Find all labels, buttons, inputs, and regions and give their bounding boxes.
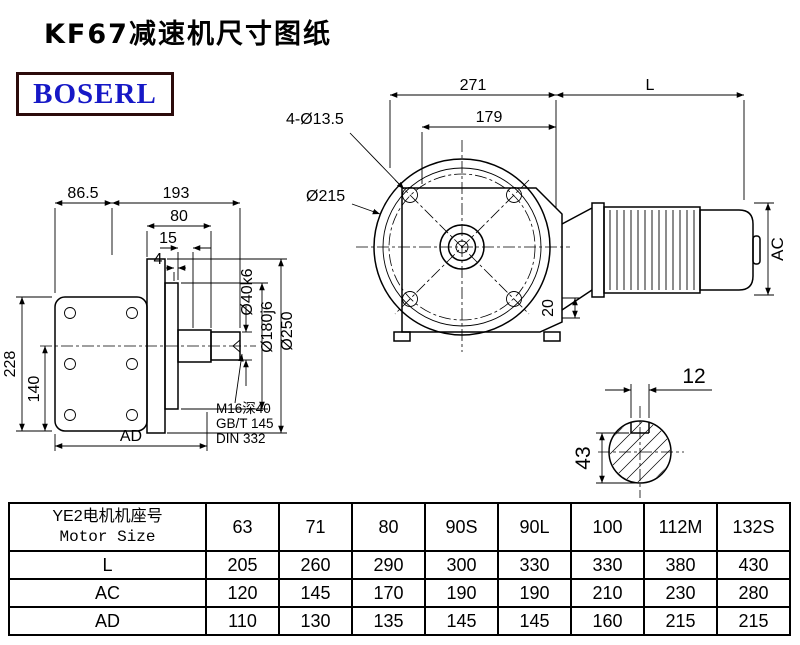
dim-179: 179 <box>476 109 503 126</box>
value-cell: 130 <box>278 606 353 636</box>
row-label-AD: AD <box>8 606 207 636</box>
value-cell: 260 <box>278 550 353 580</box>
side-view-dimensions: 86.5 193 80 15 4 <box>2 185 296 451</box>
dia-215: Ø215 <box>306 188 345 205</box>
size-cell: 100 <box>570 502 645 552</box>
table-row-AC: AC 120 145 170 190 190 210 230 280 <box>8 578 791 608</box>
table-row-L: L 205 260 290 300 330 330 380 430 <box>8 550 791 580</box>
value-cell: 170 <box>351 578 426 608</box>
dimension-table: YE2电机机座号 Motor Size 63 71 80 90S 90L 100… <box>8 502 791 636</box>
dim-l: L <box>646 77 655 94</box>
page-title: KF67减速机尺寸图纸 <box>44 19 332 50</box>
size-cell: 71 <box>278 502 353 552</box>
shaft-section: 12 43 <box>572 365 712 498</box>
value-cell: 430 <box>716 550 791 580</box>
value-cell: 135 <box>351 606 426 636</box>
dim-ac: AC <box>768 237 787 261</box>
value-cell: 290 <box>351 550 426 580</box>
motor-size-header-cell: YE2电机机座号 Motor Size <box>8 502 207 552</box>
motor-size-label-cn: YE2电机机座号 <box>52 508 163 525</box>
dim-140: 140 <box>26 376 43 403</box>
dim-271: 271 <box>460 77 487 94</box>
value-cell: 215 <box>643 606 718 636</box>
shaft-section-outline <box>598 406 684 498</box>
value-cell: 230 <box>643 578 718 608</box>
dia-shaft: Ø40k6 <box>239 268 256 315</box>
note-din: DIN 332 <box>216 431 266 446</box>
shaft-section-dimensions: 12 43 <box>572 365 712 484</box>
size-cell: 132S <box>716 502 791 552</box>
value-cell: 300 <box>424 550 499 580</box>
dim-86-5: 86.5 <box>67 185 98 202</box>
value-cell: 205 <box>205 550 280 580</box>
front-view-outline <box>356 140 761 352</box>
value-cell: 190 <box>424 578 499 608</box>
dim-20: 20 <box>540 299 557 317</box>
value-cell: 330 <box>570 550 645 580</box>
row-label-AC: AC <box>8 578 207 608</box>
boserl-logo: BOSERL <box>16 72 174 116</box>
dim-228: 228 <box>2 351 19 378</box>
size-cell: 90L <box>497 502 572 552</box>
table-header-row: YE2电机机座号 Motor Size 63 71 80 90S 90L 100… <box>8 502 791 552</box>
value-cell: 190 <box>497 578 572 608</box>
dim-43: 43 <box>572 446 595 469</box>
note-gbt: GB/T 145 <box>216 416 274 431</box>
dia-spigot: Ø180j6 <box>259 301 276 353</box>
dim-4: 4 <box>154 251 163 268</box>
row-label-L: L <box>8 550 207 580</box>
dia-flange: Ø250 <box>279 311 296 350</box>
table-row-AD: AD 110 130 135 145 145 160 215 215 <box>8 606 791 636</box>
note-m16: M16深40 <box>216 401 271 416</box>
front-view-dimensions: 271 L 179 4-Ø13.5 Ø215 20 <box>286 77 787 319</box>
size-cell: 80 <box>351 502 426 552</box>
logo-text: BOSERL <box>33 77 157 110</box>
note-bolt-holes: 4-Ø13.5 <box>286 111 344 128</box>
value-cell: 280 <box>716 578 791 608</box>
side-view: 86.5 193 80 15 4 <box>2 185 296 451</box>
dim-15: 15 <box>159 230 177 247</box>
value-cell: 215 <box>716 606 791 636</box>
dim-12: 12 <box>682 365 705 388</box>
dim-80: 80 <box>170 208 188 225</box>
value-cell: 120 <box>205 578 280 608</box>
size-cell: 63 <box>205 502 280 552</box>
dim-ad: AD <box>120 428 142 445</box>
motor-size-label-en: Motor Size <box>59 528 156 546</box>
value-cell: 145 <box>424 606 499 636</box>
side-view-outline <box>40 258 256 434</box>
value-cell: 145 <box>497 606 572 636</box>
value-cell: 330 <box>497 550 572 580</box>
value-cell: 160 <box>570 606 645 636</box>
front-view: 271 L 179 4-Ø13.5 Ø215 20 <box>286 77 787 352</box>
value-cell: 210 <box>570 578 645 608</box>
value-cell: 110 <box>205 606 280 636</box>
dim-193: 193 <box>163 185 190 202</box>
value-cell: 380 <box>643 550 718 580</box>
size-cell: 112M <box>643 502 718 552</box>
size-cell: 90S <box>424 502 499 552</box>
value-cell: 145 <box>278 578 353 608</box>
